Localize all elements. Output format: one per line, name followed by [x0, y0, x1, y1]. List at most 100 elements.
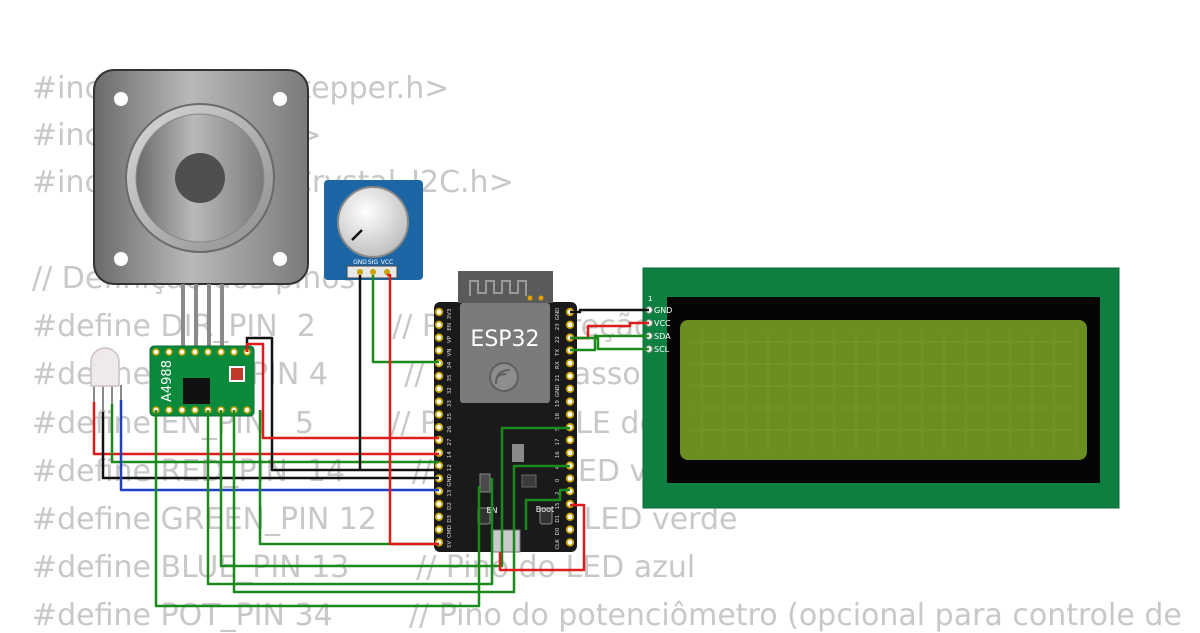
esp32-right-pin-label: 17: [555, 438, 561, 445]
esp32-right-pin-label: 16: [555, 451, 561, 458]
esp32-right-pin[interactable]: [565, 410, 575, 419]
wire-green: [154, 410, 481, 608]
pot-pin[interactable]: [357, 269, 363, 275]
usb-connector: [491, 529, 521, 553]
esp32-left-pin-label: 35: [447, 374, 453, 381]
esp32-right-pin[interactable]: [565, 474, 575, 483]
esp32-module: [460, 303, 550, 403]
lcd-pixel-grid: [690, 330, 1077, 450]
esp32-left-pin-label: EN: [447, 323, 453, 331]
wire-green: [206, 410, 494, 586]
wire-green: [570, 334, 649, 352]
esp32-right-pin-label: RX: [555, 361, 561, 369]
esp32-left-pin-label: 13: [447, 489, 453, 496]
esp32-right-pin[interactable]: [565, 435, 575, 445]
pot-pin[interactable]: [370, 269, 376, 275]
esp32-right-pin[interactable]: [565, 384, 575, 393]
stepper-motor[interactable]: [93, 69, 309, 346]
esp32-left-pin-label: VP: [447, 335, 453, 343]
espressif-logo-icon: [489, 362, 519, 392]
esp32-right-pin[interactable]: [565, 320, 575, 329]
esp32-board[interactable]: ESP32 EN Boot 3V3ENVPVN34353233252627141…: [434, 271, 577, 553]
esp32-left-pin-label: CMD: [447, 525, 453, 538]
esp32-left-pin[interactable]: [434, 371, 444, 381]
led-dome: [90, 347, 120, 387]
esp32-right-pin-label: 23: [555, 323, 561, 330]
esp32-right-pin[interactable]: [565, 538, 575, 547]
esp32-label: ESP32: [470, 327, 539, 352]
esp32-left-pin[interactable]: [434, 346, 444, 355]
driver-chip: [183, 378, 210, 404]
pot-pin-label-gnd: GND: [353, 259, 367, 266]
esp32-left-pin-label: 33: [447, 400, 453, 407]
wire-green: [258, 410, 439, 546]
esp32-left-pin-label: 26: [447, 425, 453, 432]
esp32-left-pin[interactable]: [434, 333, 444, 342]
esp32-right-pin[interactable]: [565, 397, 575, 406]
rgb-led[interactable]: [90, 347, 122, 412]
esp32-left-pin-label: D2: [447, 502, 453, 510]
wire-blue: [119, 400, 439, 492]
wire-green: [219, 410, 570, 568]
potentiometer-knob[interactable]: [337, 186, 409, 258]
esp32-left-pin[interactable]: [434, 525, 444, 534]
a4988-driver[interactable]: A4988: [149, 345, 255, 417]
esp32-right-pin-label: 21: [555, 375, 561, 382]
wire-green: [232, 410, 570, 594]
esp32-left-pin[interactable]: [434, 320, 444, 329]
esp32-right-pin-label: 4: [555, 465, 561, 469]
esp32-right-pin[interactable]: [565, 359, 575, 368]
esp32-left-pin-label: 25: [447, 412, 453, 419]
esp32-right-pin-label: 22: [555, 336, 561, 343]
esp32-left-pin[interactable]: [434, 499, 444, 509]
wire-green: [570, 336, 649, 351]
esp32-antenna: [458, 271, 553, 303]
wire-black: [245, 336, 439, 472]
esp32-left-pin-label: 14: [447, 451, 453, 458]
esp32-left-pin[interactable]: [434, 307, 444, 317]
esp32-right-pin[interactable]: [565, 448, 575, 457]
esp32-right-pin[interactable]: [565, 525, 575, 534]
esp32-left-pin-label: GND: [447, 474, 453, 487]
esp32-left-pin[interactable]: [434, 512, 444, 521]
esp32-right-pin-label: D1: [555, 515, 561, 523]
motor-mount-hole: [114, 252, 128, 266]
esp32-regulator: [512, 444, 524, 462]
esp32-left-pin-label: 27: [447, 438, 453, 445]
esp32-right-pin-label: 0: [555, 478, 561, 482]
esp32-left-pin[interactable]: [434, 423, 444, 432]
driver-label: A4988: [160, 360, 175, 402]
esp32-ic: [521, 474, 537, 488]
lcd-display[interactable]: 1 GND VCC SDA SCL: [642, 267, 1120, 509]
esp32-right-pin-label: 18: [555, 412, 561, 419]
esp32-left-pin-label: 5V: [447, 541, 453, 548]
wire-green: [110, 404, 439, 464]
esp32-left-pin[interactable]: [434, 410, 444, 419]
motor-leads: [181, 284, 224, 346]
motor-mount-hole: [114, 92, 128, 106]
esp32-left-pin-label: 34: [447, 361, 453, 368]
esp32-right-pin[interactable]: [565, 371, 575, 381]
lcd-pin-label-scl: SCL: [654, 345, 670, 354]
esp32-smd: [479, 473, 491, 493]
esp32-right-pin[interactable]: [565, 512, 575, 521]
esp32-left-pin-label: VN: [447, 348, 453, 356]
lcd-pin-label-gnd: GND: [654, 306, 672, 315]
esp32-left-pin-label: 32: [447, 387, 453, 394]
wire-black: [570, 308, 649, 314]
esp32-left-pin-label: 12: [447, 464, 453, 471]
esp32-right-pin-label: 2: [555, 491, 561, 495]
esp32-left-pin[interactable]: [434, 397, 444, 406]
esp32-right-pin-label: D0: [555, 527, 561, 535]
potentiometer[interactable]: GND SIG VCC: [324, 180, 423, 280]
pot-pin[interactable]: [384, 269, 390, 275]
esp32-left-pin[interactable]: [434, 461, 444, 470]
wire-red: [245, 342, 439, 440]
boot-button[interactable]: [539, 507, 553, 525]
driver-trimpot: [229, 366, 245, 382]
esp32-left-pin[interactable]: [434, 384, 444, 393]
wire-red: [387, 273, 439, 546]
lcd-pin-label-vcc: VCC: [654, 319, 671, 328]
esp32-right-pin-label: CLK: [555, 539, 561, 550]
